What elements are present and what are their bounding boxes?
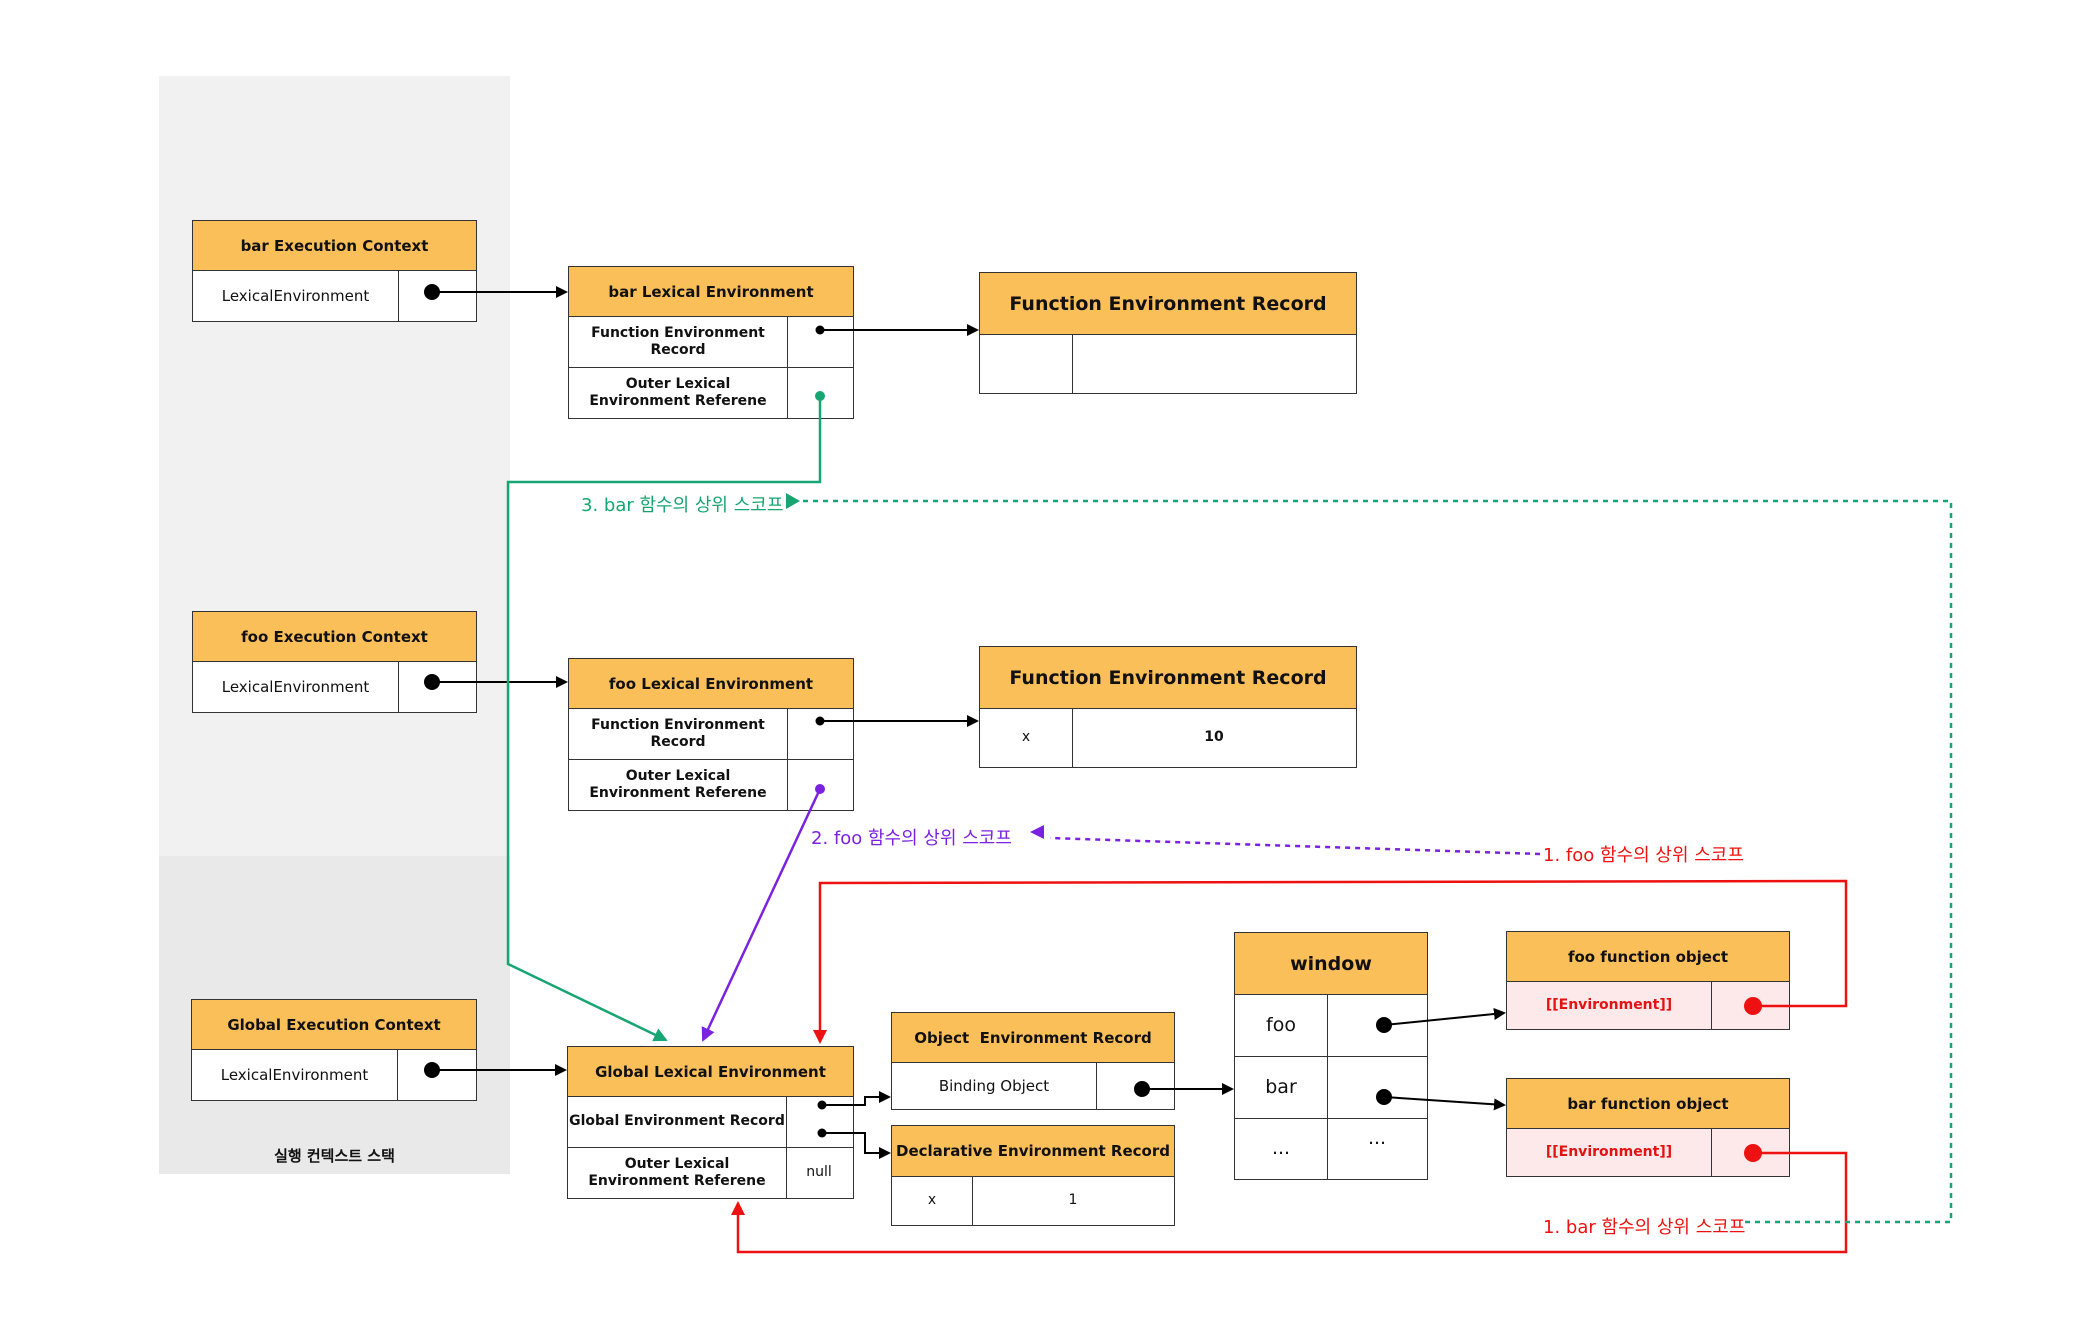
foo-ec-divider	[398, 662, 399, 712]
object-er-title: Object Environment Record	[892, 1013, 1174, 1063]
global-le-divider	[786, 1097, 787, 1198]
global-le-object-pointer	[817, 1091, 891, 1110]
annotation-bar-scope-green: 3. bar 함수의 상위 스코프	[581, 495, 784, 516]
global-ec-title: Global Execution Context	[192, 1000, 476, 1050]
bar-function-object: bar function object [[Environment]]	[1506, 1078, 1790, 1177]
bar-fer-title: Function Environment Record	[980, 273, 1356, 335]
object-environment-record: Object Environment Record Binding Object	[891, 1012, 1175, 1110]
global-ec-divider	[397, 1050, 398, 1100]
foo-execution-context: foo Execution Context LexicalEnvironment	[192, 611, 477, 713]
bar-le-row-record: Function Environment Record	[591, 324, 765, 359]
foo-fer-value: 10	[1204, 729, 1224, 746]
foo-le-row-record: Function Environment Record	[591, 716, 765, 751]
binding-object-pointer	[1134, 1081, 1234, 1097]
window-divider	[1327, 995, 1328, 1179]
declarative-er-value: 1	[1068, 1192, 1078, 1209]
bar-fer-divider	[1072, 335, 1073, 393]
bar-fo-title: bar function object	[1507, 1079, 1789, 1129]
window-bar-pointer	[1376, 1089, 1506, 1111]
declarative-er-title: Declarative Environment Record	[892, 1126, 1174, 1177]
declarative-environment-record: Declarative Environment Record x 1	[891, 1125, 1175, 1226]
window-object: window foo bar ... ...	[1234, 932, 1428, 1180]
foo-scope-dashed-arrowhead	[1030, 825, 1044, 839]
global-le-title: Global Lexical Environment	[568, 1047, 853, 1097]
bar-outer-reference-arrow	[506, 391, 825, 1042]
annotation-foo-scope-purple: 2. foo 함수의 상위 스코프	[811, 828, 1012, 849]
global-lexical-environment: Global Lexical Environment Global Enviro…	[567, 1046, 854, 1199]
foo-le-row-outer: Outer Lexical Environment Referene	[589, 767, 767, 802]
foo-fo-title: foo function object	[1507, 932, 1789, 982]
foo-fo-field: [[Environment]]	[1507, 982, 1711, 1029]
foo-lexical-environment: foo Lexical Environment Function Environ…	[568, 658, 854, 811]
foo-ec-title: foo Execution Context	[193, 612, 476, 662]
bar-scope-dashed-link	[786, 493, 1953, 1224]
foo-function-object: foo function object [[Environment]]	[1506, 931, 1790, 1030]
foo-function-environment-record: Function Environment Record x 10	[979, 646, 1357, 768]
foo-environment-arrow	[813, 879, 1848, 1044]
bar-environment-arrow	[731, 1144, 1848, 1254]
ec-pointer-global	[424, 1062, 567, 1078]
window-title: window	[1235, 933, 1427, 995]
foo-fer-title: Function Environment Record	[980, 647, 1356, 709]
object-er-divider	[1096, 1063, 1097, 1109]
bar-execution-context: bar Execution Context LexicalEnvironment	[192, 220, 477, 322]
object-er-field: Binding Object	[938, 1076, 1050, 1095]
global-execution-context: Global Execution Context LexicalEnvironm…	[191, 999, 477, 1101]
annotation-foo-scope-red: 1. foo 함수의 상위 스코프	[1543, 845, 1744, 866]
bar-ec-title: bar Execution Context	[193, 221, 476, 271]
ec-pointer-foo	[424, 674, 568, 690]
window-row-key-foo: foo	[1266, 1013, 1296, 1036]
bar-le-row-outer: Outer Lexical Environment Referene	[589, 375, 767, 410]
declarative-er-key: x	[927, 1192, 937, 1209]
window-row-key-bar: bar	[1265, 1075, 1297, 1098]
window-row-value-more: ...	[1367, 1127, 1387, 1150]
foo-outer-reference-arrow	[701, 784, 825, 1042]
bar-le-divider	[787, 317, 788, 418]
stack-title: 실행 컨텍스트 스택	[274, 1147, 395, 1165]
foo-le-divider	[787, 709, 788, 810]
global-le-null: null	[806, 1164, 832, 1181]
bar-function-environment-record: Function Environment Record	[979, 272, 1357, 394]
global-le-row-divider	[568, 1147, 853, 1148]
foo-le-title: foo Lexical Environment	[569, 659, 853, 709]
bar-le-record-pointer	[815, 324, 979, 336]
ec-pointer-bar	[424, 284, 568, 300]
bar-le-title: bar Lexical Environment	[569, 267, 853, 317]
foo-le-record-pointer	[815, 715, 979, 727]
bar-lexical-environment: bar Lexical Environment Function Environ…	[568, 266, 854, 419]
global-le-row-outer: Outer Lexical Environment Referene	[588, 1155, 766, 1190]
window-foo-pointer	[1376, 1008, 1506, 1033]
global-ec-field: LexicalEnvironment	[220, 1065, 369, 1084]
foo-fo-divider	[1711, 982, 1712, 1029]
global-le-declarative-pointer	[817, 1128, 891, 1159]
window-row-key-more: ...	[1271, 1137, 1291, 1160]
foo-le-row-divider	[569, 759, 853, 760]
window-row-divider-2	[1235, 1118, 1427, 1119]
annotation-bar-scope-red: 1. bar 함수의 상위 스코프	[1543, 1217, 1746, 1238]
declarative-er-divider	[972, 1177, 973, 1225]
foo-ec-field: LexicalEnvironment	[221, 677, 370, 696]
foo-fer-key: x	[1021, 729, 1031, 746]
bar-fo-divider	[1711, 1129, 1712, 1176]
global-le-row-record: Global Environment Record	[569, 1113, 785, 1130]
foo-fer-divider	[1072, 709, 1073, 767]
foo-scope-dashed-link	[1030, 825, 1541, 856]
window-row-divider-1	[1235, 1056, 1427, 1057]
bar-ec-field: LexicalEnvironment	[221, 286, 370, 305]
bar-fo-field: [[Environment]]	[1507, 1129, 1711, 1176]
bar-le-row-divider	[569, 367, 853, 368]
bar-ec-divider	[398, 271, 399, 321]
